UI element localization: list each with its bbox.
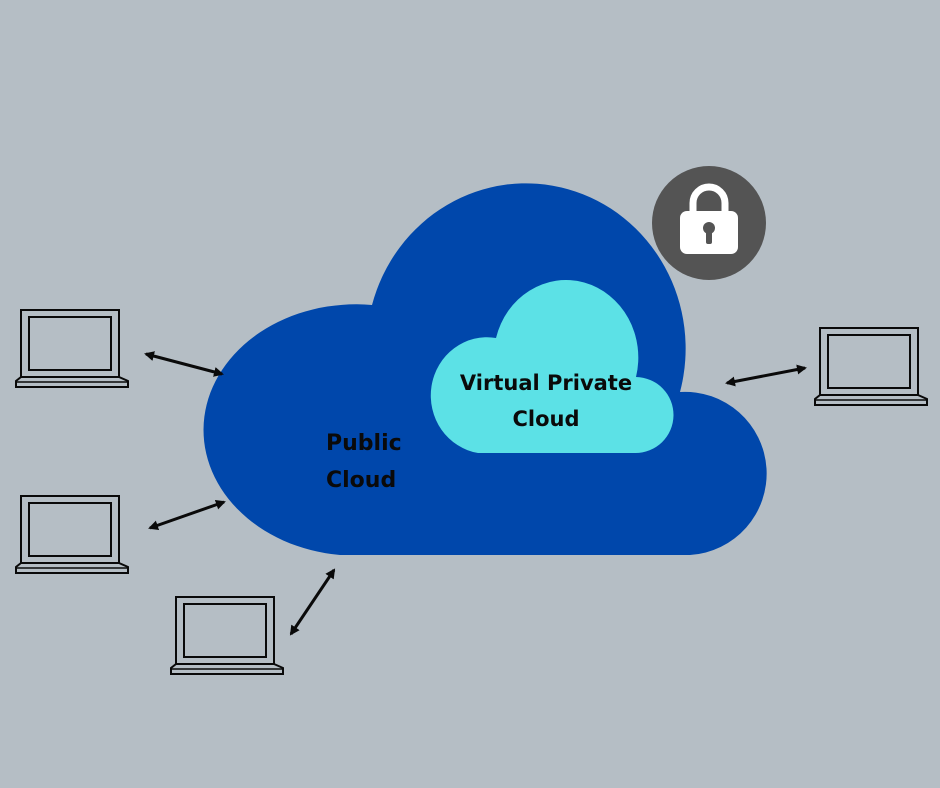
private-cloud-label-line1: Virtual Private (460, 371, 632, 395)
laptop-icon (170, 596, 284, 675)
private-cloud: Virtual Private Cloud (430, 280, 674, 454)
laptop-icon (814, 327, 928, 406)
double-arrow-icon (725, 364, 807, 387)
double-arrow-icon (144, 351, 224, 377)
private-cloud-label-line2: Cloud (512, 407, 579, 431)
public-cloud-label-line1: Public (326, 431, 402, 456)
private-cloud-shape (430, 280, 674, 454)
double-arrow-icon (148, 499, 226, 531)
public-cloud-label-line2: Cloud (326, 468, 396, 493)
padlock-icon (652, 166, 766, 280)
double-arrow-icon (289, 568, 336, 636)
laptop-icon (15, 495, 129, 574)
laptop-icon (15, 309, 129, 388)
